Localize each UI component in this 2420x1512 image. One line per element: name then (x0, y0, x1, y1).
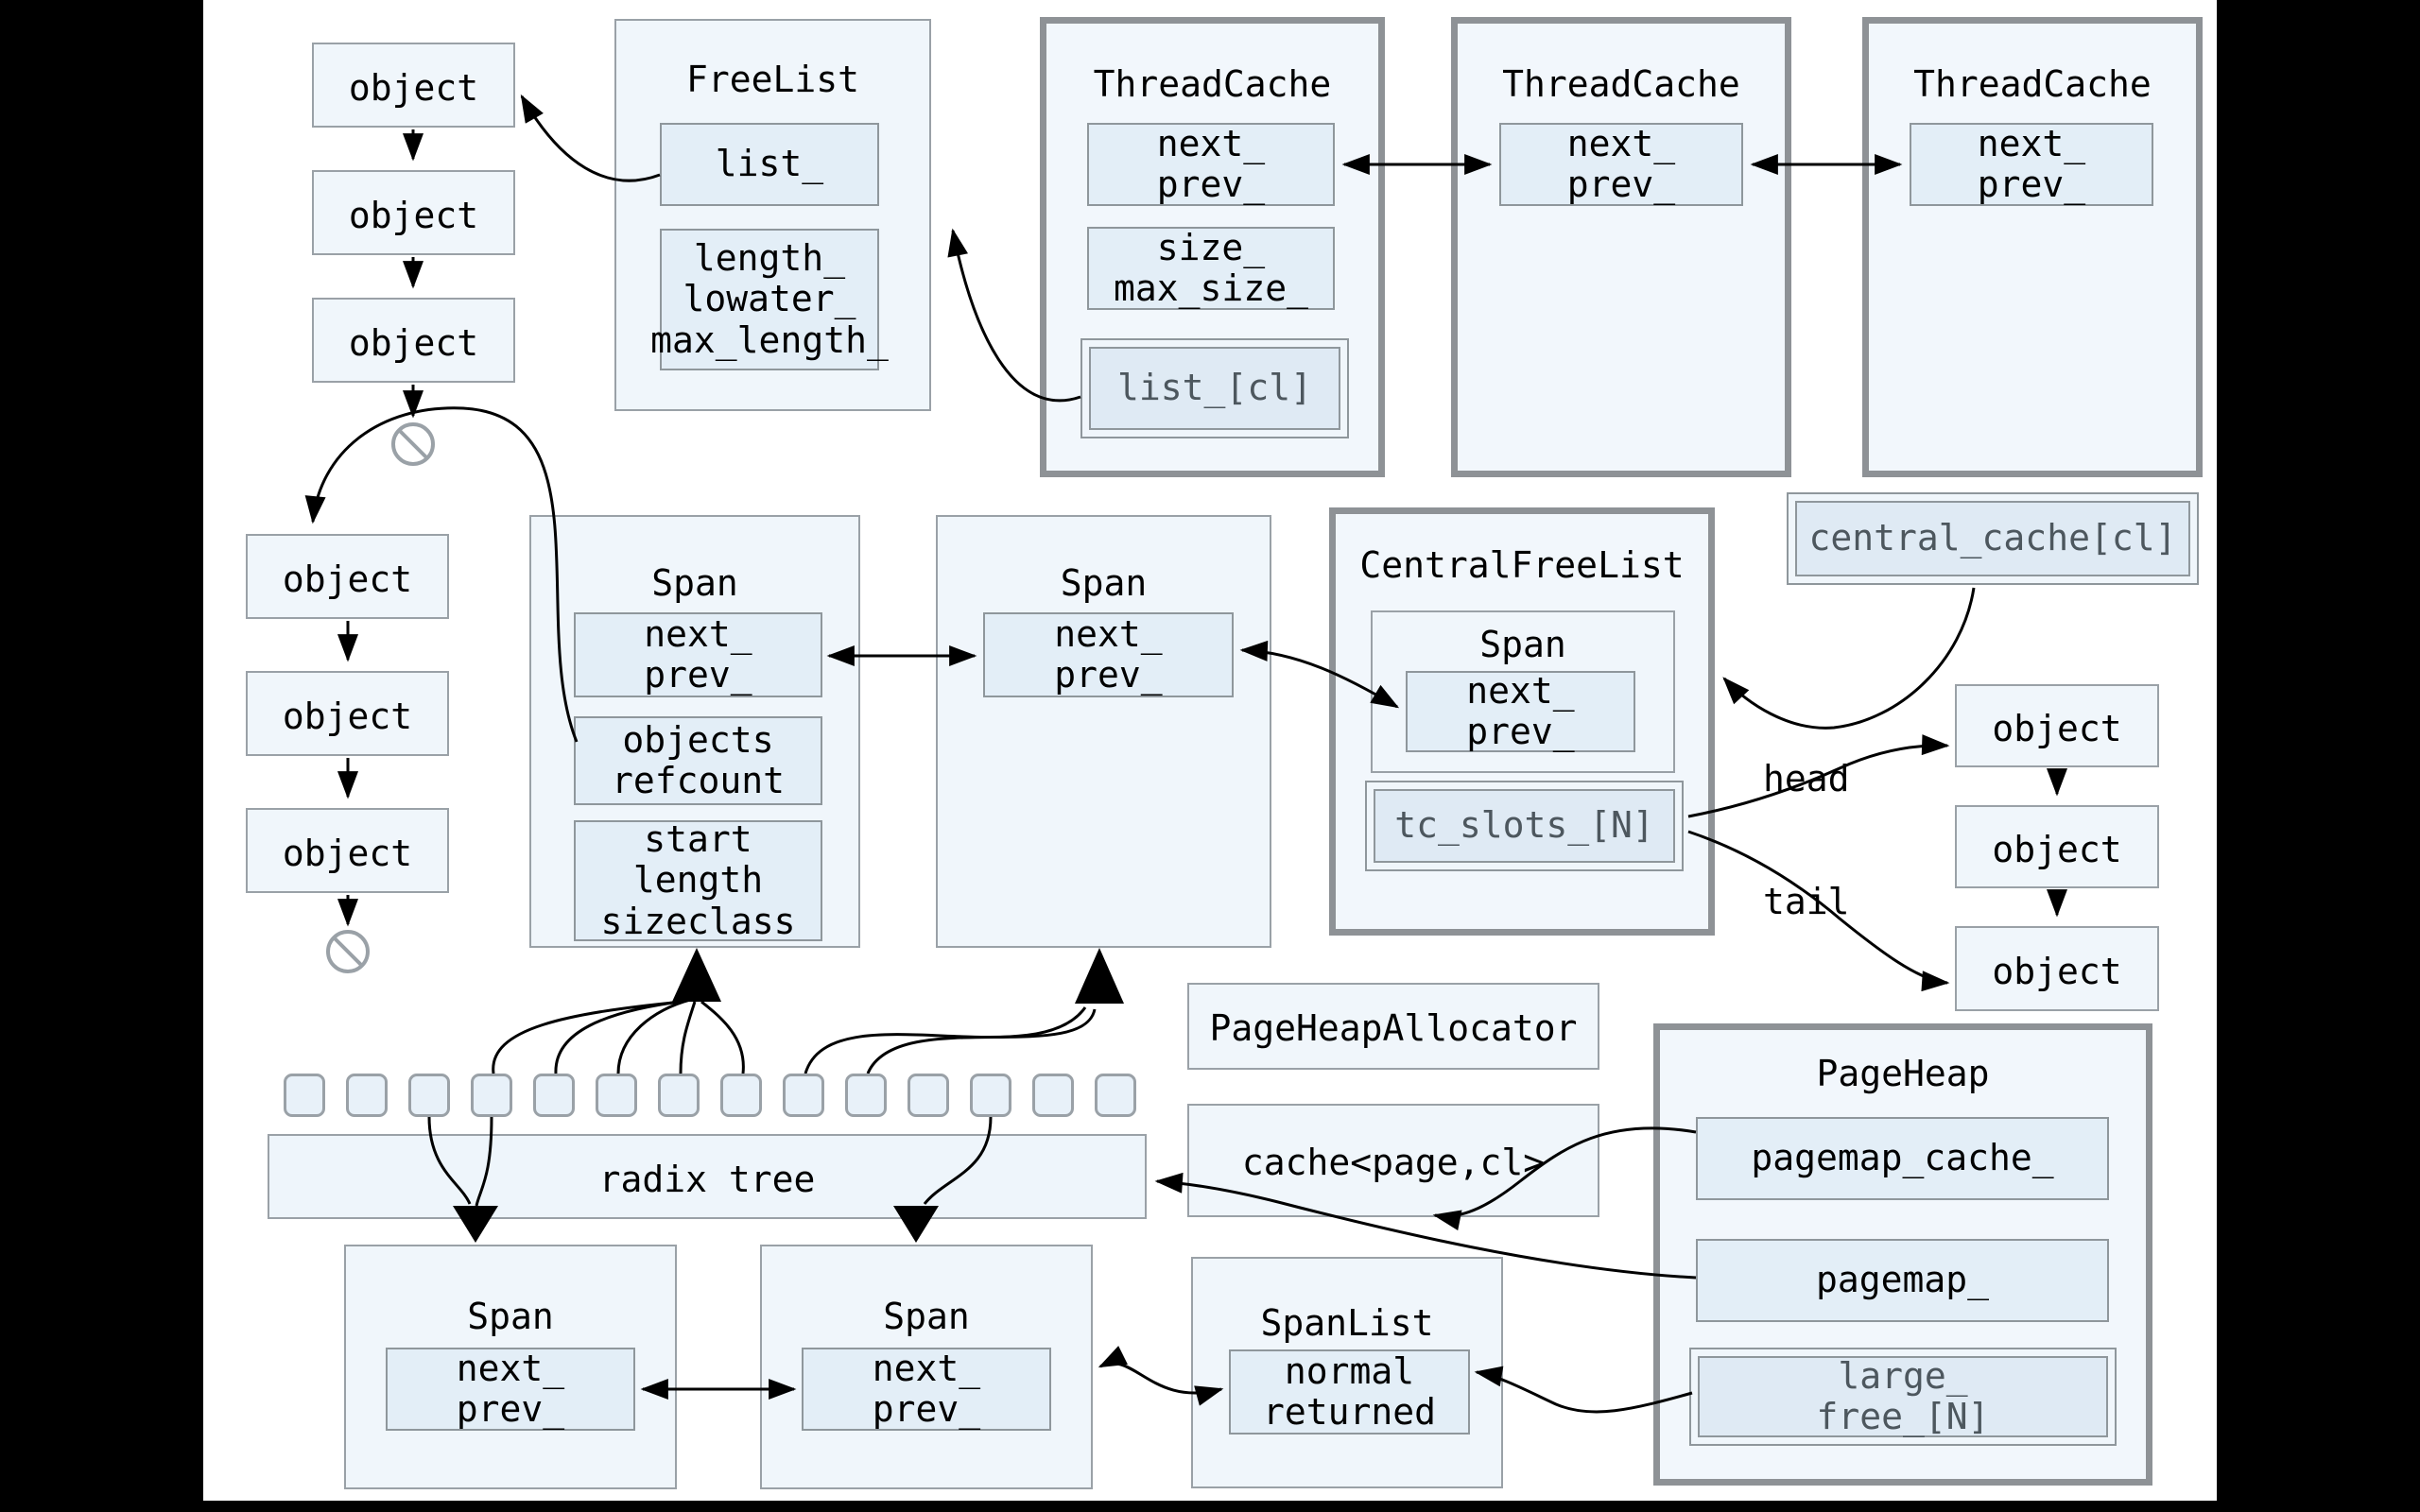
object-label: object (1992, 708, 2122, 749)
tail-label: tail (1763, 881, 1850, 922)
object-box: object (1955, 805, 2159, 888)
radix-cell (970, 1074, 1011, 1117)
span-objects-field: objects refcount (574, 716, 822, 805)
object-box: object (246, 671, 449, 756)
threadcache-box: ThreadCache (1451, 17, 1791, 477)
threadcache-nextprev-field: next_ prev_ (1087, 123, 1335, 206)
centralfreelist-title: CentralFreeList (1359, 544, 1685, 586)
span-title: Span (1060, 562, 1148, 604)
object-box: object (246, 534, 449, 619)
threadcache-nextprev-field: next_ prev_ (1910, 123, 2153, 206)
radix-cell (908, 1074, 949, 1117)
radix-cell (1095, 1074, 1136, 1117)
pageheapallocator-title: PageHeapAllocator (1209, 1007, 1578, 1049)
central-cache-array: central_cache[cl] (1787, 492, 2199, 585)
pageheap-title: PageHeap (1816, 1053, 1990, 1094)
radix-cell (408, 1074, 450, 1117)
span-nextprev-field: next_ prev_ (983, 612, 1234, 697)
pageheap-pagemap-field: pagemap_ (1696, 1239, 2109, 1322)
threadcache-box: ThreadCache (1862, 17, 2203, 477)
cfl-tcslots-array: tc_slots_[N] (1365, 781, 1684, 871)
object-box: object (1955, 684, 2159, 767)
pageheap-largefree-array: large_ free_[N] (1689, 1348, 2117, 1446)
threadcache-nextprev-field: next_ prev_ (1499, 123, 1743, 206)
largefree-label: large_ free_[N] (1698, 1355, 2108, 1437)
span-nextprev-field: next_ prev_ (802, 1348, 1051, 1431)
object-label: object (282, 558, 413, 600)
span-nextprev-field: next_ prev_ (386, 1348, 635, 1431)
radix-cell (471, 1074, 512, 1117)
threadcache-title: ThreadCache (1913, 63, 2152, 105)
cfl-span-nextprev-field: next_ prev_ (1406, 670, 1635, 752)
freelist-title: FreeList (685, 59, 860, 100)
radix-cell (1032, 1074, 1074, 1117)
radix-tree-label: radix tree (598, 1159, 816, 1200)
tcslots-label: tc_slots_[N] (1374, 789, 1675, 863)
span-title: Span (651, 562, 738, 604)
threadcache-listcl-array: list_[cl] (1080, 338, 1349, 438)
cache-page-cl-box: cache<page,cl> (1187, 1104, 1599, 1217)
object-label: object (1992, 829, 2122, 870)
object-label: object (282, 696, 413, 737)
radix-cell (658, 1074, 700, 1117)
span-title: Span (883, 1296, 970, 1337)
listcl-label: list_[cl] (1089, 347, 1340, 430)
object-box: object (312, 43, 515, 128)
span-nextprev-field: next_ prev_ (574, 612, 822, 697)
spanlist-title: SpanList (1260, 1302, 1434, 1344)
radix-cell (346, 1074, 388, 1117)
radix-tree-box: radix tree (268, 1134, 1147, 1219)
freelist-stats-field: length_ lowater_ max_length_ (650, 229, 889, 370)
object-label: object (348, 67, 479, 109)
pageheap-pagemapcache-field: pagemap_cache_ (1696, 1117, 2109, 1200)
spanlist-normal-field: normal returned (1229, 1349, 1470, 1435)
head-label: head (1763, 758, 1850, 799)
object-label: object (1992, 951, 2122, 992)
radix-cell (596, 1074, 637, 1117)
radix-cell (783, 1074, 824, 1117)
object-label: object (348, 322, 479, 364)
object-label: object (348, 195, 479, 236)
radix-cell (284, 1074, 325, 1117)
threadcache-title: ThreadCache (1502, 63, 1740, 105)
object-box: object (312, 170, 515, 255)
central-cache-label: central_cache[cl] (1795, 501, 2190, 576)
object-box: object (312, 298, 515, 383)
object-box: object (1955, 926, 2159, 1011)
threadcache-size-field: size_ max_size_ (1087, 227, 1335, 310)
cache-page-cl-label: cache<page,cl> (1241, 1142, 1546, 1183)
span-title: Span (467, 1296, 554, 1337)
radix-cell (533, 1074, 575, 1117)
radix-cell (845, 1074, 887, 1117)
radix-cell (720, 1074, 762, 1117)
pageheapallocator-box: PageHeapAllocator (1187, 983, 1599, 1070)
freelist-list-field: list_ (660, 123, 879, 206)
object-box: object (246, 808, 449, 893)
span-title: Span (1479, 624, 1566, 665)
span-box: Span (936, 515, 1271, 948)
threadcache-title: ThreadCache (1093, 63, 1332, 105)
span-start-field: start length sizeclass (574, 818, 822, 941)
object-label: object (282, 833, 413, 874)
